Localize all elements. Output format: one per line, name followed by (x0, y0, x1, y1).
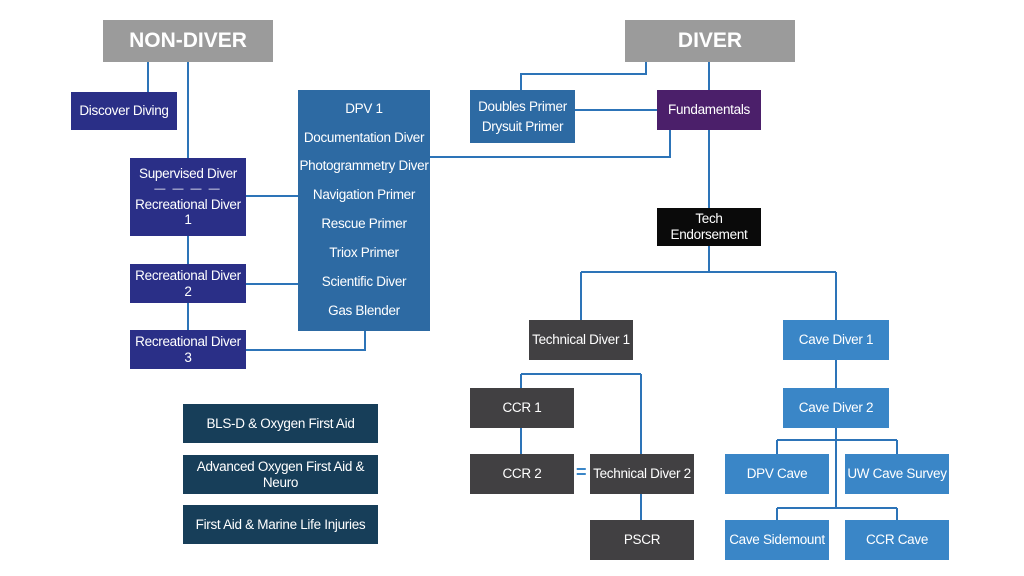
course-supervised-diver-label: Supervised Diver (139, 166, 237, 182)
course-rescue-primer[interactable]: Rescue Primer (321, 216, 407, 232)
course-technical-diver-2[interactable]: Technical Diver 2 (590, 454, 694, 494)
course-cave-diver-1[interactable]: Cave Diver 1 (783, 320, 889, 360)
course-discover-diving[interactable]: Discover Diving (71, 92, 177, 130)
course-fundamentals[interactable]: Fundamentals (657, 90, 761, 130)
course-advanced-oxygen-first-aid-neuro[interactable]: Advanced Oxygen First Aid & Neuro (183, 455, 378, 494)
course-recreational-diver-2[interactable]: Recreational Diver 2 (130, 264, 246, 303)
course-drysuit-primer: Drysuit Primer (481, 118, 564, 134)
course-bls-d-oxygen-first-aid[interactable]: BLS-D & Oxygen First Aid (183, 404, 378, 443)
course-gas-blender[interactable]: Gas Blender (328, 302, 400, 318)
course-tech-endorsement[interactable]: Tech Endorsement (657, 208, 761, 246)
course-ccr-2[interactable]: CCR 2 (470, 454, 574, 494)
course-recreational-diver-3[interactable]: Recreational Diver 3 (130, 330, 246, 369)
non-diver-header: NON-DIVER (103, 20, 273, 62)
connector-line (246, 331, 366, 351)
course-cave-sidemount[interactable]: Cave Sidemount (725, 520, 829, 560)
course-doubles-primer: Doubles Primer (478, 98, 567, 114)
equivalence-sign: = (576, 462, 587, 482)
course-triox-primer[interactable]: Triox Primer (329, 245, 399, 261)
course-navigation-primer[interactable]: Navigation Primer (312, 187, 416, 203)
course-primers[interactable]: Doubles Primer Drysuit Primer (470, 90, 575, 143)
course-cave-diver-2[interactable]: Cave Diver 2 (783, 388, 889, 428)
course-pscr[interactable]: PSCR (590, 520, 694, 560)
course-technical-diver-1[interactable]: Technical Diver 1 (529, 320, 633, 360)
course-photogrammetry-diver[interactable]: Photogrammetry Diver (299, 158, 429, 174)
course-supervised-recreational-1[interactable]: Supervised Diver — — — — Recreational Di… (130, 158, 246, 236)
course-ccr-cave[interactable]: CCR Cave (845, 520, 949, 560)
course-dpv-cave[interactable]: DPV Cave (725, 454, 829, 494)
course-first-aid-marine-life-injuries[interactable]: First Aid & Marine Life Injuries (183, 505, 378, 544)
connector-line (430, 130, 671, 158)
course-scientific-diver[interactable]: Scientific Diver (321, 273, 407, 289)
specialty-course-list: DPV 1 Documentation Diver Photogrammetry… (298, 90, 430, 331)
course-dpv-1[interactable]: DPV 1 (345, 100, 383, 116)
diver-header: DIVER (625, 20, 795, 62)
course-ccr-1[interactable]: CCR 1 (470, 388, 574, 428)
course-recreational-diver-1-label: Recreational Diver 1 (135, 196, 241, 228)
connector-line (520, 62, 647, 90)
course-documentation-diver[interactable]: Documentation Diver (303, 129, 425, 145)
course-uw-cave-survey[interactable]: UW Cave Survey (845, 454, 949, 494)
course-divider: — — — — (154, 182, 222, 195)
